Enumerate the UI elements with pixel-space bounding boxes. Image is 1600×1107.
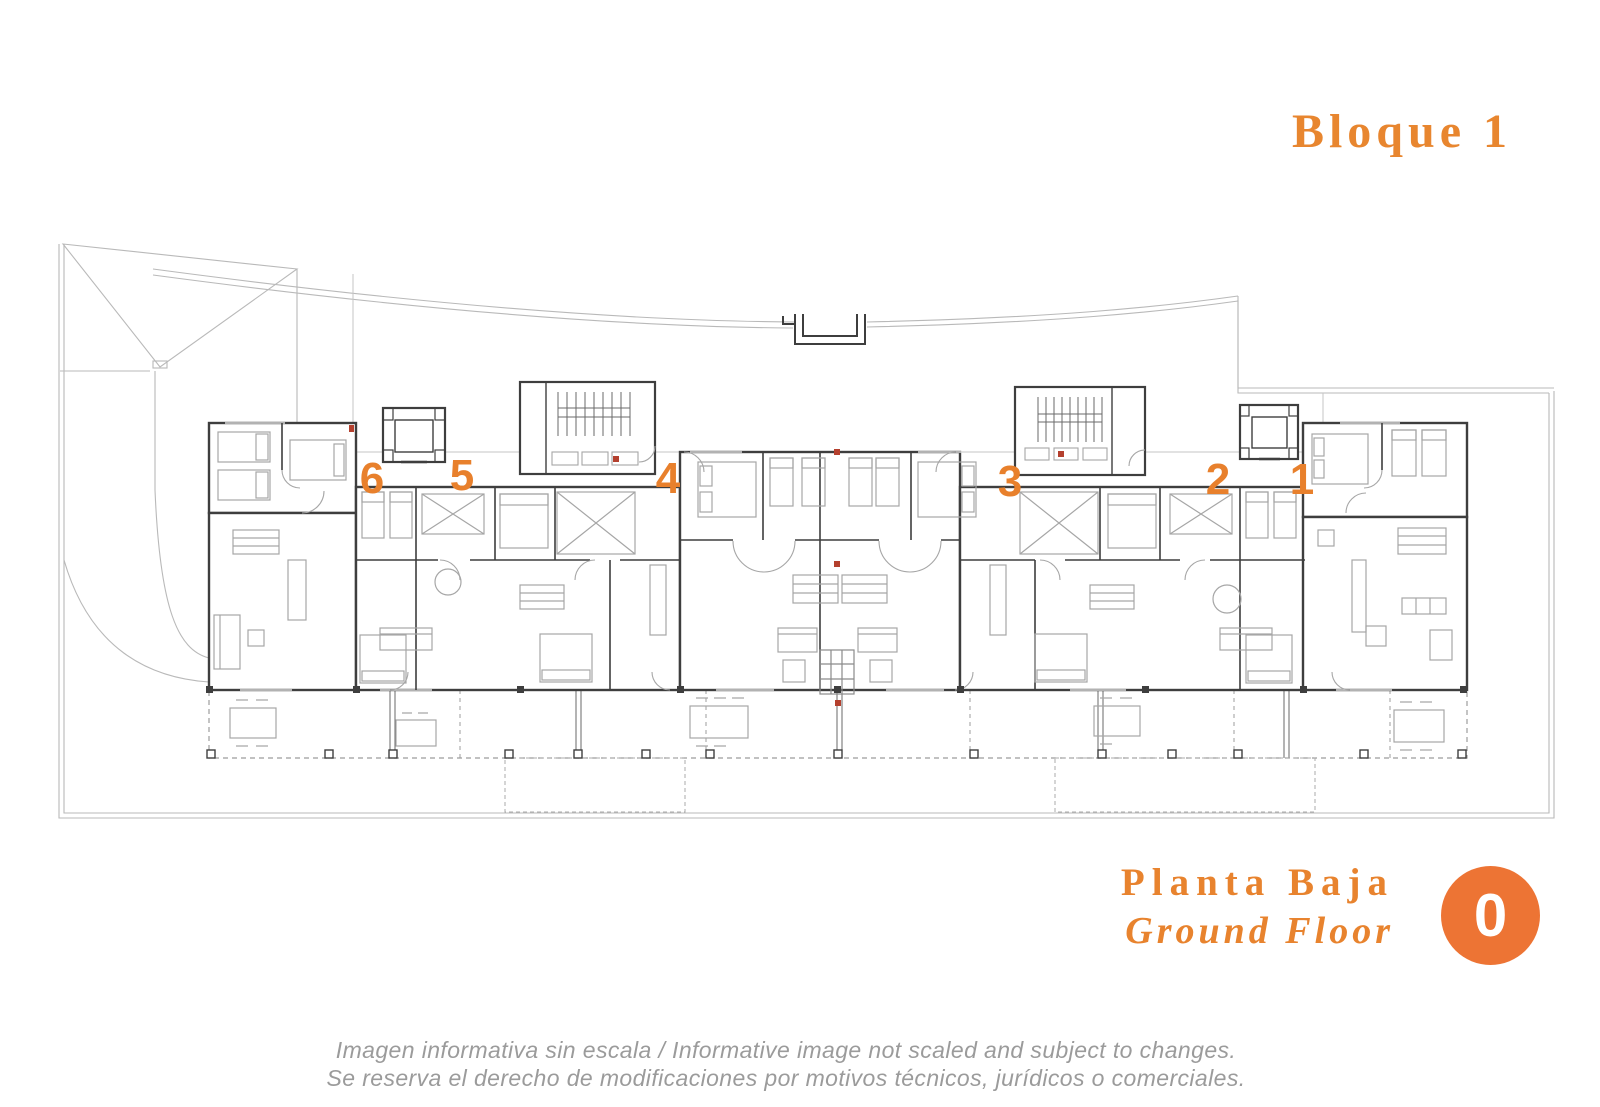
unit-label-6: 6 — [359, 454, 385, 503]
floor-plan: 6 5 4 3 2 1 — [50, 230, 1565, 830]
unit-label-4: 4 — [655, 454, 681, 503]
door-arcs — [281, 451, 1383, 691]
window-glazing — [225, 422, 1400, 691]
unit-label-5: 5 — [449, 451, 475, 500]
floor-label: Planta Baja Ground Floor — [1121, 860, 1394, 953]
courtyard-notch — [782, 314, 866, 345]
property-boundary — [58, 243, 1555, 819]
facade-line — [352, 274, 1324, 453]
floor-level-badge: 0 — [1441, 866, 1540, 965]
floor-name-es: Planta Baja — [1120, 861, 1394, 904]
floor-name-en: Ground Floor — [1125, 910, 1394, 952]
block-title: Bloque 1 — [1291, 105, 1512, 158]
unit-label-1: 1 — [1289, 455, 1315, 504]
elevator-right — [1238, 403, 1300, 461]
elevator-left — [381, 406, 447, 464]
utility-markers — [349, 425, 1064, 706]
furniture — [213, 429, 1453, 695]
terraces — [206, 689, 1468, 813]
floor-plan-drawing — [58, 243, 1555, 819]
unit-label-2: 2 — [1205, 455, 1231, 504]
disclaimer-line-2: Se reserva el derecho de modificaciones … — [326, 1065, 1246, 1091]
stair-core-right — [1013, 385, 1147, 477]
disclaimer: Imagen informativa sin escala / Informat… — [0, 1036, 1572, 1092]
floor-level-number: 0 — [1473, 882, 1508, 949]
stair-core-left — [518, 380, 657, 476]
disclaimer-line-1: Imagen informativa sin escala / Informat… — [335, 1037, 1237, 1063]
unit-label-3: 3 — [997, 457, 1023, 506]
facade-columns — [206, 686, 1467, 693]
interior-walls — [281, 423, 1383, 690]
